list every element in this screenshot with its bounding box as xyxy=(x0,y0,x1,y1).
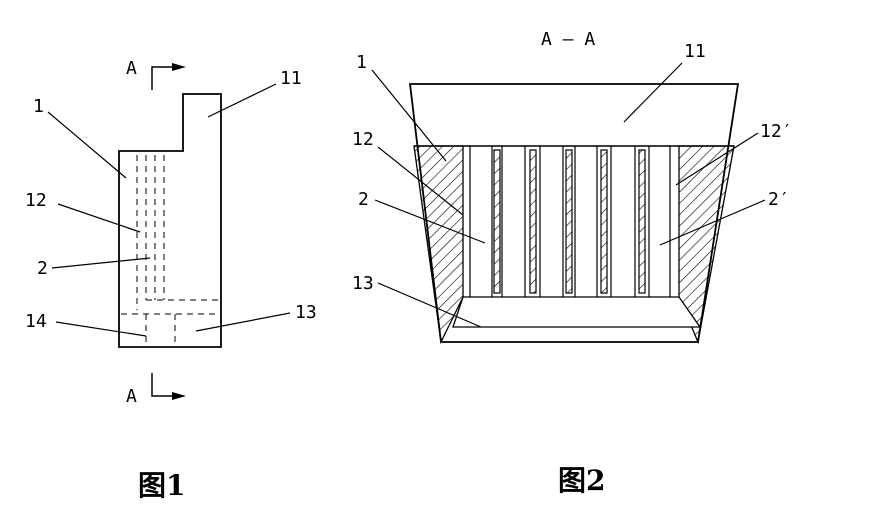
fig2-leader-lines xyxy=(371,62,766,328)
fig2-bottom-compartment xyxy=(452,296,702,328)
fig2-right-wall-hatched xyxy=(678,145,735,345)
fig2-label-13: 13 xyxy=(352,273,374,294)
fig2-label-2: 2 xyxy=(358,189,369,210)
fig1-caption: 图1 xyxy=(138,469,185,502)
fig2-label-11: 11 xyxy=(684,41,706,62)
fig1-leader-lines xyxy=(47,83,291,337)
fig1-label-2: 2 xyxy=(37,258,48,279)
fig1-label-1: 1 xyxy=(33,96,44,117)
fig1-body-outline xyxy=(118,93,222,348)
figure-1: A A 1 11 12 2 14 13 图1 xyxy=(25,58,317,502)
fig2-label-12: 12 xyxy=(352,129,374,150)
fig2-label-12-prime: 12′ xyxy=(760,121,793,142)
fig2-label-2-prime: 2′ xyxy=(768,189,790,210)
fig1-section-arrow-top: A xyxy=(126,58,186,90)
fig2-label-1: 1 xyxy=(356,52,367,73)
fig2-left-wall-hatched xyxy=(413,145,464,345)
fig1-label-14: 14 xyxy=(25,311,47,332)
section-marker-a-bottom: A xyxy=(126,386,137,407)
fig1-hidden-lines xyxy=(121,155,219,343)
fig1-label-12: 12 xyxy=(25,190,47,211)
section-marker-a-top: A xyxy=(126,58,137,79)
figure-2: A — A 1 xyxy=(352,29,793,497)
fig1-label-11: 11 xyxy=(280,68,302,89)
fig2-tube-bank xyxy=(469,146,671,297)
section-view-title: A — A xyxy=(541,29,595,50)
fig2-caption: 图2 xyxy=(558,464,605,497)
fig1-section-arrow-bottom: A xyxy=(126,373,186,407)
fig1-label-13: 13 xyxy=(295,302,317,323)
